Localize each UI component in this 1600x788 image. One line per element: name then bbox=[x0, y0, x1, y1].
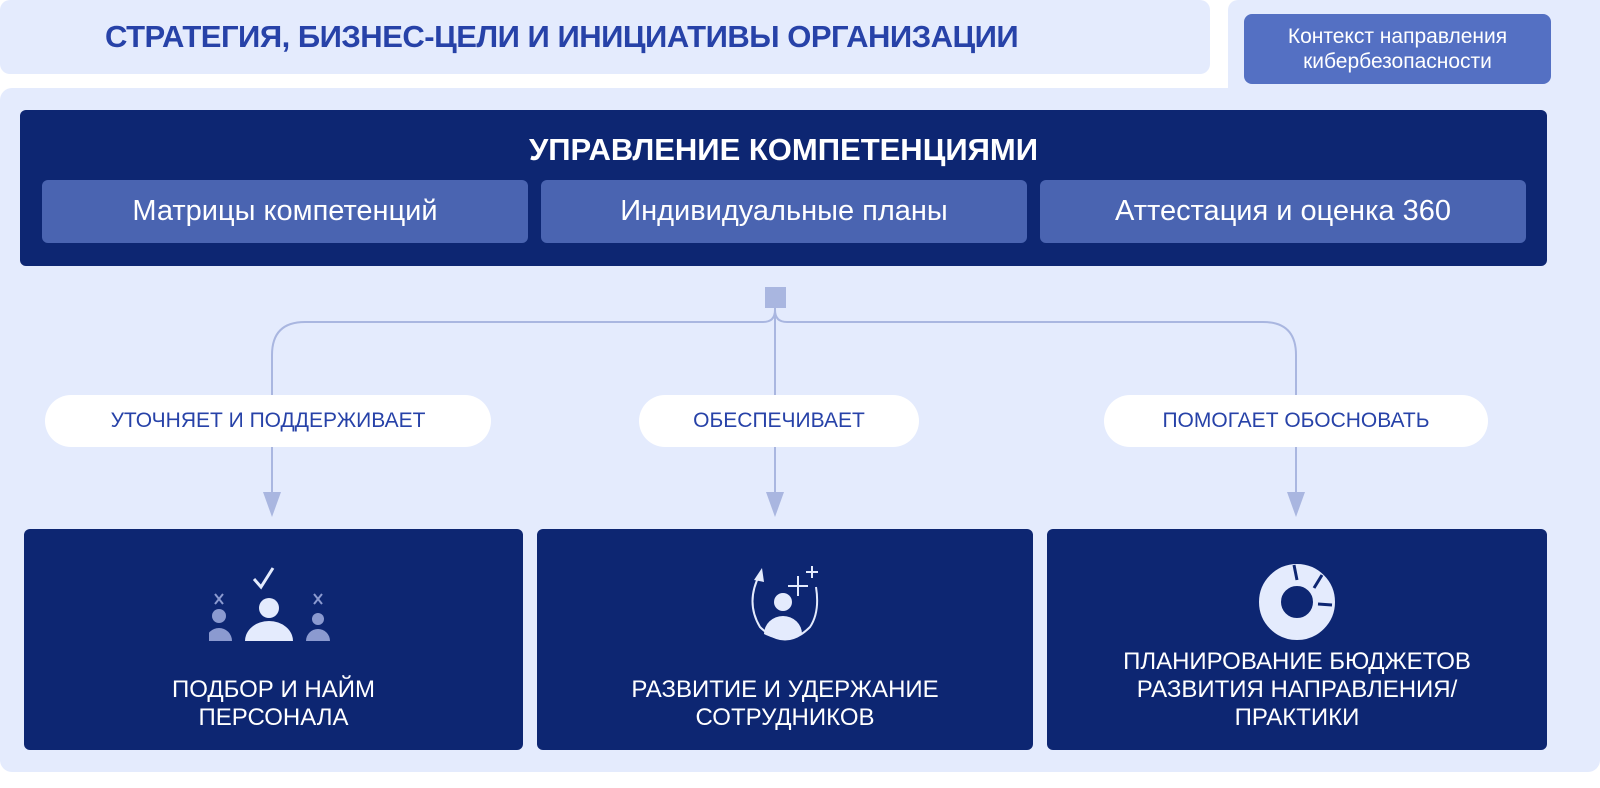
individual-plans-button[interactable]: Индивидуальные планы bbox=[541, 180, 1027, 243]
strategy-title: СТРАТЕГИЯ, БИЗНЕС-ЦЕЛИ И ИНИЦИАТИВЫ ОРГА… bbox=[105, 19, 1019, 54]
context-label-line1: Контекст направления bbox=[1287, 25, 1508, 48]
strategy-header: СТРАТЕГИЯ, БИЗНЕС-ЦЕЛИ И ИНИЦИАТИВЫ ОРГА… bbox=[0, 0, 1210, 74]
relation-label: УТОЧНЯЕТ И ПОДДЕРЖИВАЕТ bbox=[45, 395, 491, 447]
outcome-label: РАЗВИТИЕ И УДЕРЖАНИЕ СОТРУДНИКОВ bbox=[631, 676, 939, 731]
relation-label: ПОМОГАЕТ ОБОСНОВАТЬ bbox=[1104, 395, 1488, 447]
outcome-label: ПОДБОР И НАЙМ ПЕРСОНАЛА bbox=[172, 676, 375, 731]
hiring-card: ПОДБОР И НАЙМ ПЕРСОНАЛА bbox=[24, 529, 523, 750]
donut-chart-icon bbox=[1259, 564, 1335, 640]
attestation-button[interactable]: Аттестация и оценка 360 bbox=[1040, 180, 1526, 243]
relation-label: ОБЕСПЕЧИВАЕТ bbox=[639, 395, 919, 447]
junction-node bbox=[765, 287, 786, 308]
competency-title: УПРАВЛЕНИЕ КОМПЕТЕНЦИЯМИ bbox=[528, 132, 1039, 167]
context-label-line2: кибербезопасности bbox=[1303, 50, 1492, 73]
budget-card: ПЛАНИРОВАНИЕ БЮДЖЕТОВ РАЗВИТИЯ НАПРАВЛЕН… bbox=[1047, 529, 1547, 750]
competency-management-panel: УПРАВЛЕНИЕ КОМПЕТЕНЦИЯМИ Матрицы компете… bbox=[20, 110, 1547, 266]
outcome-label: ПЛАНИРОВАНИЕ БЮДЖЕТОВ РАЗВИТИЯ НАПРАВЛЕН… bbox=[1123, 648, 1471, 731]
person-growth-icon bbox=[751, 566, 819, 641]
competency-matrices-button[interactable]: Матрицы компетенций bbox=[42, 180, 528, 243]
people-selection-icon bbox=[208, 567, 330, 641]
development-card: РАЗВИТИЕ И УДЕРЖАНИЕ СОТРУДНИКОВ bbox=[537, 529, 1033, 750]
